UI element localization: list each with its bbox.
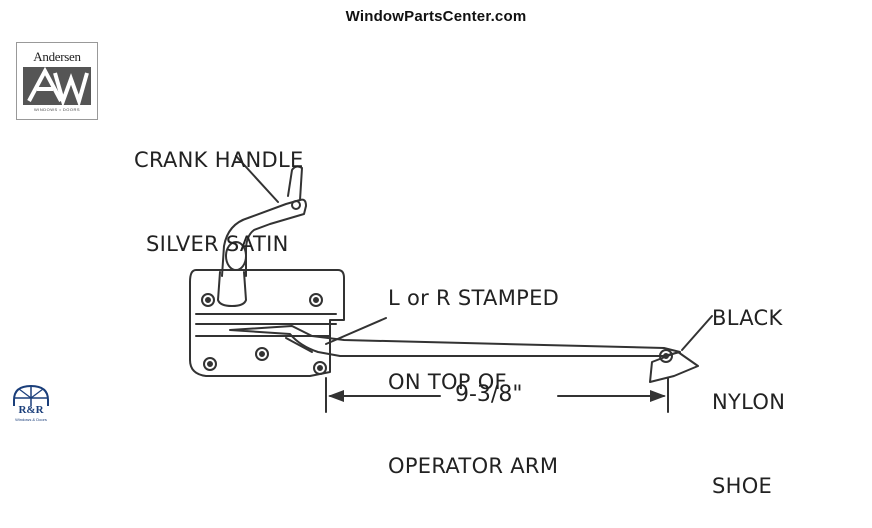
crank-callout-line-2: SILVER SATIN: [146, 232, 289, 256]
dimension-label: 9-3/8": [455, 382, 523, 407]
rr-logo-window-mark: [13, 384, 49, 406]
stamp-callout-line-1: L or R STAMPED: [388, 286, 560, 310]
shoe-callout-line-1: BLACK: [712, 306, 783, 330]
screw-5: [313, 361, 327, 375]
shoe-leader: [681, 315, 713, 351]
shoe-callout-line-2: NYLON: [712, 390, 786, 414]
stamp-callout-line-3: OPERATOR ARM: [388, 454, 559, 478]
screw-2: [309, 293, 323, 307]
rr-logo-sub: Windows & Doors: [15, 417, 47, 422]
crank-knob: [287, 165, 303, 201]
screw-1: [201, 293, 215, 307]
andersen-logo-brand: Andersen: [33, 49, 81, 64]
screw-4: [255, 347, 269, 361]
screw-3: [203, 357, 217, 371]
rr-logo: R&R Windows & Doors: [8, 384, 54, 424]
crank-callout-line-1: CRANK HANDLE: [134, 148, 304, 172]
shoe-callout-line-3: SHOE: [712, 474, 773, 498]
dim-arrow-left: [328, 390, 344, 402]
operator-housing: [189, 269, 345, 377]
andersen-logo: Andersen WINDOWS • DOORS: [16, 42, 98, 120]
andersen-logo-mark: [23, 66, 91, 108]
andersen-logo-sub: WINDOWS • DOORS: [33, 107, 80, 112]
crank-handle: [221, 198, 307, 277]
crank-leader: [235, 155, 279, 203]
stamp-callout-line-2: ON TOP OF: [388, 370, 507, 394]
dim-arrow-right: [650, 390, 666, 402]
site-title: WindowPartsCenter.com: [345, 8, 527, 25]
rr-logo-mark: R&R: [18, 404, 44, 416]
stamp-leader: [325, 317, 387, 345]
crank-handle-callout: CRANK HANDLE SILVER SATIN: [134, 90, 304, 286]
stamp-callout: L or R STAMPED ON TOP OF OPERATOR ARM: [388, 228, 559, 508]
nylon-shoe: [649, 351, 699, 383]
shoe-callout: BLACK NYLON SHOE: [712, 248, 785, 528]
operator-arm: [229, 325, 681, 357]
operator-drawing: [189, 155, 713, 413]
